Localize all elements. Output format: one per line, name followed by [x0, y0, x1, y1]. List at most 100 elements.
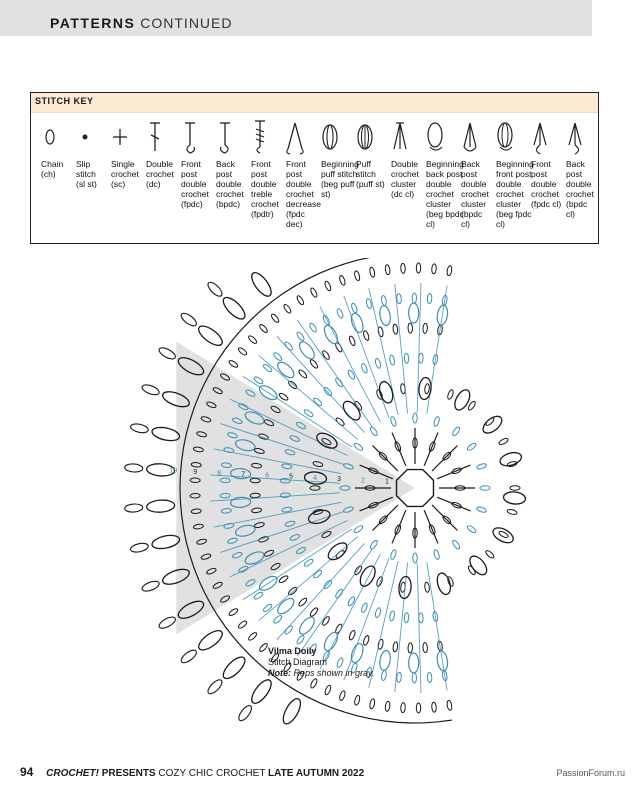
chain-stitch: [288, 380, 298, 390]
chain-stitch: [263, 603, 273, 613]
repeat-wedge: [176, 341, 415, 635]
puff-stitch: [350, 312, 364, 334]
chain-stitch: [321, 530, 332, 539]
lattice-spoke: [276, 543, 365, 640]
edge-picot: [207, 679, 223, 695]
puff-stitch: [234, 524, 256, 537]
chain-stitch: [407, 322, 413, 334]
chain-stitch: [196, 431, 208, 438]
stitch-key-label: Front post double crochet (fpdc cl): [531, 159, 562, 209]
chain-stitch: [312, 461, 324, 468]
puff-stitch: [303, 471, 328, 485]
dc-spoke: [423, 432, 439, 467]
chain-stitch: [467, 400, 476, 411]
outer-puff: [198, 325, 223, 347]
chain-stitch: [369, 698, 376, 710]
chain-stitch: [369, 539, 378, 550]
outer-puff: [282, 698, 302, 725]
stitch-key-label: Beginning back post double crochet clust…: [426, 159, 464, 229]
puff-stitch: [350, 642, 364, 664]
chain-stitch: [227, 537, 238, 544]
chain-stitch: [192, 446, 204, 453]
chain-stitch: [189, 493, 201, 499]
chain-stitch: [281, 463, 293, 470]
chain-stitch: [509, 485, 521, 491]
page-footer: 94 CROCHET! PRESENTS COZY CHIC CROCHET L…: [20, 765, 364, 779]
edge-picot: [158, 616, 176, 629]
chain-stitch: [313, 397, 323, 407]
chain-stitch: [263, 363, 273, 373]
stitch-key-list: Chain (ch)Slip stitch (sl st) Single croc…: [31, 115, 598, 243]
chain-stitch: [446, 699, 453, 711]
chain-stitch: [361, 602, 368, 613]
chain-stitch: [288, 586, 298, 596]
chain-stitch: [403, 352, 410, 364]
lattice-spoke: [297, 549, 373, 657]
chain-stitch: [466, 442, 477, 451]
round-number: 6: [265, 473, 269, 480]
chain-stitch: [343, 463, 354, 470]
chain-stitch: [273, 615, 283, 624]
stitch-key-item: Chain (ch): [39, 115, 72, 243]
chain-stitch: [343, 506, 354, 513]
chain-stitch: [220, 508, 232, 514]
edge-picot: [207, 281, 223, 297]
puff-stitch: [323, 631, 339, 652]
stitch-key-item: Beginning front post double crochet clus…: [494, 115, 534, 243]
chain-stitch: [400, 262, 406, 274]
chain-stitch: [309, 643, 317, 654]
book-title: COZY CHIC CROCHET: [158, 768, 266, 779]
beg-fpdc-cl-icon: [497, 122, 513, 151]
chain-stitch: [354, 694, 361, 706]
chain-stitch: [348, 629, 356, 641]
chain-stitch: [396, 671, 402, 683]
chain-stitch: [200, 416, 212, 423]
chain-stitch: [258, 433, 269, 440]
stitch-key-item: Double crochet cluster (dc cl): [389, 115, 422, 243]
chain-stitch: [447, 389, 454, 400]
stitch-key-label: Beginning puff stitch (beg puff st): [321, 159, 359, 199]
stitch-key-label: Single crochet (sc): [111, 159, 139, 189]
stitch-key-label: Double crochet (dc): [146, 159, 174, 189]
stitch-key-item: Beginning puff stitch (beg puff st): [319, 115, 359, 243]
chain-stitch: [407, 642, 413, 654]
puff-stitch: [436, 650, 449, 672]
caption-subtitle: Stitch Diagram: [268, 657, 328, 667]
chain-stitch: [322, 616, 330, 626]
chain-stitch: [431, 701, 437, 713]
lattice-spoke: [230, 520, 348, 578]
chain-stitch: [259, 643, 268, 652]
outer-puff: [151, 426, 181, 442]
puff-stitch: [307, 509, 331, 525]
lattice-spoke: [242, 375, 353, 448]
chain-stitch: [196, 538, 208, 545]
puff-stitch: [492, 527, 514, 544]
chain-stitch: [363, 635, 370, 646]
puff-stitch: [327, 542, 348, 561]
chain-stitch: [323, 579, 333, 589]
fpdc-cl-icon: [533, 122, 547, 155]
chain-stitch: [396, 293, 402, 305]
chain-stitch: [296, 295, 305, 306]
puff-stitch: [482, 415, 503, 434]
caption-note: Note: Reps shown in gray.: [268, 668, 374, 679]
chain-stitch: [223, 523, 235, 529]
dc-spoke: [391, 509, 407, 544]
bpdc-cl-icon-2: [568, 122, 582, 155]
lattice-spoke: [416, 283, 422, 414]
chain-stitch: [298, 369, 308, 379]
puff-stitch: [323, 324, 339, 345]
chain-stitch: [238, 403, 249, 411]
chain-stitch: [351, 302, 358, 314]
caption-note-label: Note:: [268, 668, 291, 678]
chain-stitch: [422, 322, 428, 334]
chain-stitch: [498, 437, 509, 446]
puff-stitch: [316, 432, 338, 449]
lattice-spoke: [230, 398, 348, 456]
outer-puff: [177, 600, 205, 619]
puff-stitch: [298, 616, 315, 635]
chain-stitch: [415, 702, 422, 714]
chain-stitch: [248, 335, 258, 344]
stitch-key-label: Slip stitch (sl st): [76, 159, 97, 189]
